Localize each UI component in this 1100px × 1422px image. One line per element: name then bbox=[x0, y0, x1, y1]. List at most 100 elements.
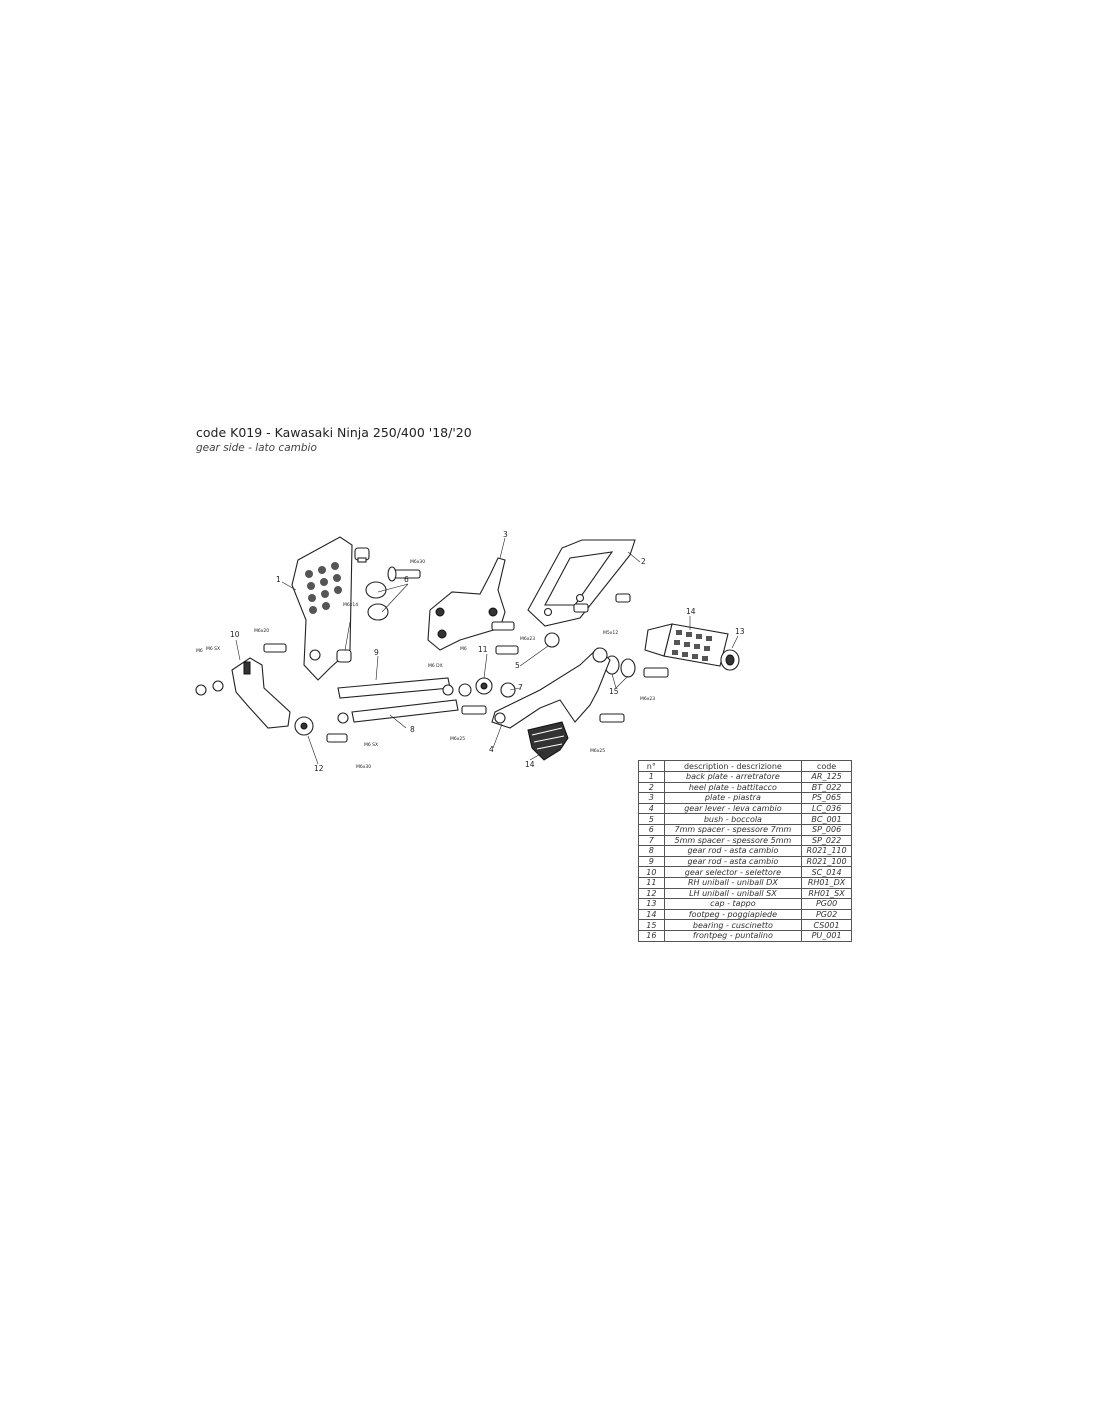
fastener-label: M6x30 bbox=[410, 559, 425, 565]
heel-plate-part bbox=[527, 539, 636, 627]
part-number: 13 bbox=[638, 898, 665, 910]
part-number: 10 bbox=[638, 866, 665, 878]
callout-4: 4 bbox=[489, 745, 494, 754]
part-code: PG02 bbox=[801, 908, 852, 921]
part-number: 16 bbox=[638, 929, 665, 942]
fastener-label: M6x30 bbox=[356, 764, 371, 770]
callout-12: 12 bbox=[314, 764, 324, 773]
fastener-label: M5x12 bbox=[603, 630, 618, 636]
gear-rod-9 bbox=[337, 677, 451, 699]
part-code: R021_110 bbox=[801, 845, 852, 857]
part-description: footpeg - poggiapiede bbox=[663, 908, 803, 921]
plate-part bbox=[427, 557, 506, 651]
part-code: R021_100 bbox=[801, 855, 852, 868]
callout-15: 15 bbox=[609, 687, 619, 696]
small-bolt-12 bbox=[326, 733, 348, 743]
part-description: gear rod - asta cambio bbox=[663, 855, 803, 868]
part-code: AR_125 bbox=[801, 771, 852, 783]
fastener-label: M6 SX bbox=[206, 646, 220, 652]
part-description: bearing - cuscinetto bbox=[663, 919, 803, 931]
part-number: 14 bbox=[638, 908, 665, 921]
callout-9: 9 bbox=[374, 648, 379, 657]
part-description: 7mm spacer - spessore 7mm bbox=[663, 823, 803, 836]
bush-part bbox=[544, 632, 560, 648]
part-number: 4 bbox=[638, 802, 665, 815]
callout-labels: 1 2 3 4 5 6 7 8 9 10 11 12 13 14 14 15 bbox=[230, 530, 745, 773]
footpeg-part bbox=[644, 623, 729, 667]
fastener-label: M6x23 bbox=[640, 696, 655, 702]
part-number: 7 bbox=[638, 834, 665, 847]
part-code: BC_001 bbox=[801, 813, 852, 825]
part-description: frontpeg - puntalino bbox=[663, 929, 803, 942]
part-description: gear lever - leva cambio bbox=[663, 802, 803, 815]
nut-m6 bbox=[442, 684, 454, 696]
callout-14-frontpeg: 14 bbox=[525, 760, 535, 769]
footpeg-bolt bbox=[643, 667, 669, 678]
part-description: 5mm spacer - spessore 5mm bbox=[663, 834, 803, 847]
fastener-label: M6x14 bbox=[343, 602, 358, 608]
part-number: 15 bbox=[638, 919, 665, 931]
column-header-description: description - descrizione bbox=[663, 760, 803, 772]
back-plate-part bbox=[291, 536, 353, 681]
part-description: plate - piastra bbox=[663, 792, 803, 804]
selector-nut-washer bbox=[195, 680, 224, 696]
callout-8: 8 bbox=[410, 725, 415, 734]
part-number: 2 bbox=[638, 781, 665, 794]
heel-plate-bolts bbox=[573, 593, 631, 613]
callout-1: 1 bbox=[276, 575, 281, 584]
part-code: SP_022 bbox=[801, 834, 852, 847]
gear-selector-part bbox=[231, 657, 291, 729]
part-number: 9 bbox=[638, 855, 665, 868]
part-description: gear selector - selettore bbox=[663, 866, 803, 878]
callout-2: 2 bbox=[641, 557, 646, 566]
part-number: 6 bbox=[638, 823, 665, 836]
callout-10: 10 bbox=[230, 630, 240, 639]
fastener-label: M6 DX bbox=[428, 663, 443, 669]
part-description: heel plate - battitacco bbox=[663, 781, 803, 794]
part-description: gear rod - asta cambio bbox=[663, 845, 803, 857]
callout-7: 7 bbox=[518, 683, 523, 692]
column-header-number: n° bbox=[638, 760, 665, 772]
part-code: BT_022 bbox=[801, 781, 852, 794]
callout-6: 6 bbox=[404, 575, 409, 584]
bolt-m6x30-top bbox=[354, 547, 370, 563]
callout-11: 11 bbox=[478, 645, 488, 654]
part-description: bush - boccola bbox=[663, 813, 803, 825]
callout-5: 5 bbox=[515, 661, 520, 670]
part-code: PU_001 bbox=[801, 929, 852, 942]
part-description: RH uniball - uniball DX bbox=[663, 876, 803, 889]
part-code: CS001 bbox=[801, 919, 852, 931]
callout-13: 13 bbox=[735, 627, 745, 636]
lh-uniball-12 bbox=[294, 712, 349, 736]
part-description: back plate - arretratore bbox=[663, 771, 803, 783]
fastener-label: M6 SX bbox=[364, 742, 378, 748]
part-code: LC_036 bbox=[801, 802, 852, 815]
plate-bolts bbox=[491, 621, 519, 655]
fastener-label: M6x25 bbox=[450, 736, 465, 742]
fastener-label: M6x23 bbox=[520, 636, 535, 642]
part-number: 11 bbox=[638, 876, 665, 889]
fastener-label: M6 bbox=[196, 648, 203, 654]
part-code: SC_014 bbox=[801, 866, 852, 878]
part-description: cap - tappo bbox=[663, 898, 803, 910]
fastener-labels: M6x30 M6x14 M6x20 M6x23 M5x12 M6x23 M6x2… bbox=[196, 559, 655, 770]
part-number: 5 bbox=[638, 813, 665, 825]
leader-lines bbox=[235, 537, 739, 765]
rh-uniball-part bbox=[458, 677, 516, 698]
frontpeg-part bbox=[527, 721, 569, 761]
part-description: LH uniball - uniball SX bbox=[663, 887, 803, 900]
callout-3: 3 bbox=[503, 530, 508, 539]
